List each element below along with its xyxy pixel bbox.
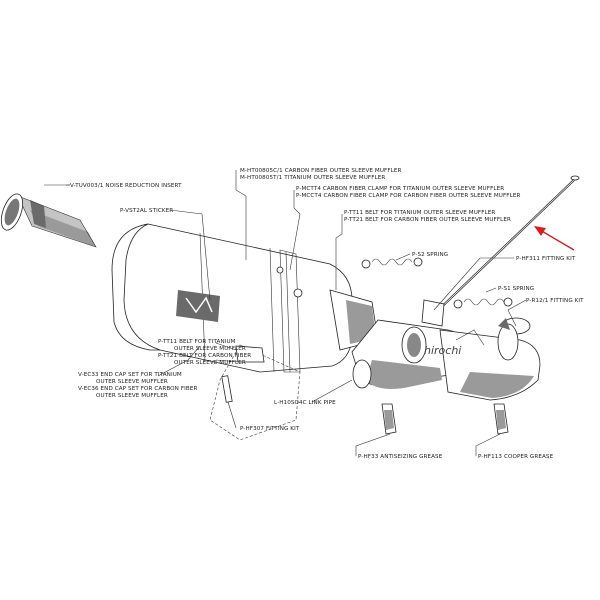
- spring-s1: [453, 297, 513, 309]
- clamp-bracket: [209, 344, 301, 441]
- spring-s2: [361, 257, 423, 269]
- label-fitting-hf311: P-HF311 FITTING KIT: [516, 256, 576, 262]
- label-muffler-cf: M-HT00805C/1 CARBON FIBER OUTER SLEEVE M…: [240, 168, 402, 174]
- label-endcap-ti-1: V-EC33 END CAP SET FOR TITANIUM: [78, 372, 182, 378]
- watermark-text: hirochi: [424, 344, 461, 357]
- label-endcap-ti-2: OUTER SLEEVE MUFFLER: [96, 379, 168, 385]
- label-muffler-ti: M-HT00805T/1 TITANIUM OUTER SLEEVE MUFFL…: [240, 175, 385, 181]
- muffler-body: [111, 223, 379, 373]
- label-endcap-cf-1: V-EC36 END CAP SET FOR CARBON FIBER: [78, 386, 197, 392]
- label-noise-insert: V-TUV003/1 NOISE REDUCTION INSERT: [70, 183, 182, 189]
- label-spring-s1: P-S1 SPRING: [498, 286, 534, 292]
- label-belt-cf-left-1: P-TT21 BELT FOR CARBON FIBER: [158, 353, 251, 359]
- label-fitting-r121: P-R12/1 FITTING KIT: [526, 298, 584, 304]
- label-grease-cooper: P-HF113 COOPER GREASE: [478, 454, 554, 460]
- link-pipe: [351, 317, 541, 401]
- label-belt-ti-left-2: OUTER SLEEVE MUFFLER: [174, 346, 246, 352]
- fitting-rod-hf311: [421, 175, 580, 327]
- label-clamp-ti: P-MCTT4 CARBON FIBER CLAMP FOR TITANIUM …: [296, 186, 504, 192]
- leader-lines: [66, 170, 527, 456]
- label-belt-cf-right: P-TT21 BELT FOR CARBON FIBER OUTER SLEEV…: [344, 217, 511, 223]
- label-spring-s2: P-S2 SPRING: [412, 252, 448, 258]
- label-sticker: P-VST2AL STICKER: [120, 208, 173, 214]
- label-grease-antiseize: P-HF33 ANTISEIZING GREASE: [358, 454, 443, 460]
- label-fitting-hf307: P-HF307 FITTING KIT: [240, 426, 300, 432]
- label-link-pipe: L-H10SO4C LINK PIPE: [274, 400, 336, 406]
- grease-tube-hf113: [493, 403, 509, 435]
- label-belt-cf-left-2: OUTER SLEEVE MUFFLER: [174, 360, 246, 366]
- label-belt-ti-left-1: P-TT11 BELT FOR TITANIUM: [158, 339, 236, 345]
- label-belt-ti-right: P-TT11 BELT FOR TITANIUM OUTER SLEEVE MU…: [344, 210, 495, 216]
- part-labels: V-TUV003/1 NOISE REDUCTION INSERT M-HT00…: [70, 168, 584, 460]
- noise-reduction-insert: [0, 184, 97, 248]
- grease-tube-hf33: [381, 403, 397, 435]
- label-endcap-cf-2: OUTER SLEEVE MUFFLER: [96, 393, 168, 399]
- label-clamp-cf: P-MCCT4 CARBON FIBER CLAMP FOR CARBON FI…: [296, 193, 520, 199]
- red-arrow-indicator: [534, 226, 575, 251]
